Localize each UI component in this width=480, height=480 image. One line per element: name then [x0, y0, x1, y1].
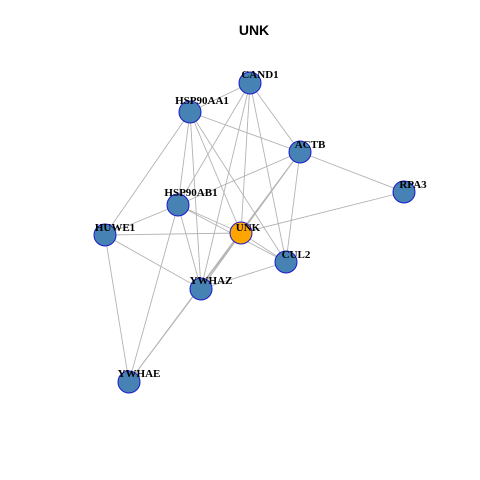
edge-layer [104, 82, 405, 383]
node-huwe1: HUWE1 [93, 222, 135, 247]
node-label-cand1: CAND1 [241, 69, 278, 81]
node-unk: UNK [229, 221, 261, 245]
edge-hsp90aa1-unk [189, 111, 242, 234]
node-ywhaz: YWHAZ [189, 275, 233, 301]
node-label-ywhaz: YWHAZ [190, 275, 233, 287]
edge-hsp90ab1-huwe1 [104, 204, 179, 236]
node-circle-hsp90aa1 [178, 100, 202, 124]
edge-huwe1-ywhae [104, 234, 130, 383]
node-label-hsp90ab1: HSP90AB1 [164, 187, 217, 199]
edge-huwe1-ywhaz [104, 234, 202, 290]
node-label-actb: ACTB [295, 139, 326, 151]
edge-huwe1-unk [104, 232, 242, 236]
node-label-ywhae: YWHAE [118, 368, 161, 380]
node-cul2: CUL2 [274, 249, 311, 274]
edge-actb-cul2 [285, 151, 301, 263]
edge-rpa3-unk [240, 191, 405, 234]
edge-actb-rpa3 [299, 151, 405, 193]
node-circle-actb [288, 140, 312, 164]
edge-cand1-cul2 [249, 82, 287, 263]
node-label-cul2: CUL2 [282, 249, 311, 261]
node-circle-huwe1 [93, 223, 117, 247]
edge-cul2-ywhaz [200, 261, 287, 290]
edge-hsp90aa1-ywhaz [189, 111, 202, 290]
edge-hsp90aa1-cul2 [189, 111, 287, 263]
node-hsp90ab1: HSP90AB1 [164, 187, 218, 217]
node-actb: ACTB [288, 139, 326, 164]
edge-cand1-hsp90ab1 [177, 82, 251, 206]
node-circle-cul2 [274, 250, 298, 274]
node-circle-cand1 [238, 71, 262, 95]
edge-cand1-ywhaz [200, 82, 251, 290]
node-rpa3: RPA3 [392, 179, 427, 204]
node-hsp90aa1: HSP90AA1 [175, 95, 229, 124]
node-circle-rpa3 [392, 180, 416, 204]
node-circle-ywhae [117, 370, 141, 394]
edge-hsp90aa1-actb [189, 111, 301, 153]
edge-cand1-unk [240, 82, 251, 234]
node-label-huwe1: HUWE1 [95, 222, 135, 234]
node-circle-unk [229, 221, 253, 245]
edge-cand1-actb [249, 82, 301, 153]
node-label-unk: UNK [236, 222, 261, 234]
node-circle-hsp90ab1 [166, 193, 190, 217]
diagram-title: UNK [239, 22, 269, 38]
edge-hsp90aa1-hsp90ab1 [177, 111, 191, 206]
node-cand1: CAND1 [238, 69, 279, 95]
node-ywhae: YWHAE [117, 368, 161, 394]
edge-hsp90ab1-ywhae [128, 204, 179, 383]
node-circle-ywhaz [189, 277, 213, 301]
edge-unk-ywhae [128, 232, 242, 383]
node-label-rpa3: RPA3 [399, 179, 427, 191]
edge-actb-hsp90ab1 [177, 151, 301, 206]
edge-hsp90ab1-ywhaz [177, 204, 202, 290]
edge-hsp90aa1-huwe1 [104, 111, 191, 236]
node-label-hsp90aa1: HSP90AA1 [175, 95, 229, 107]
